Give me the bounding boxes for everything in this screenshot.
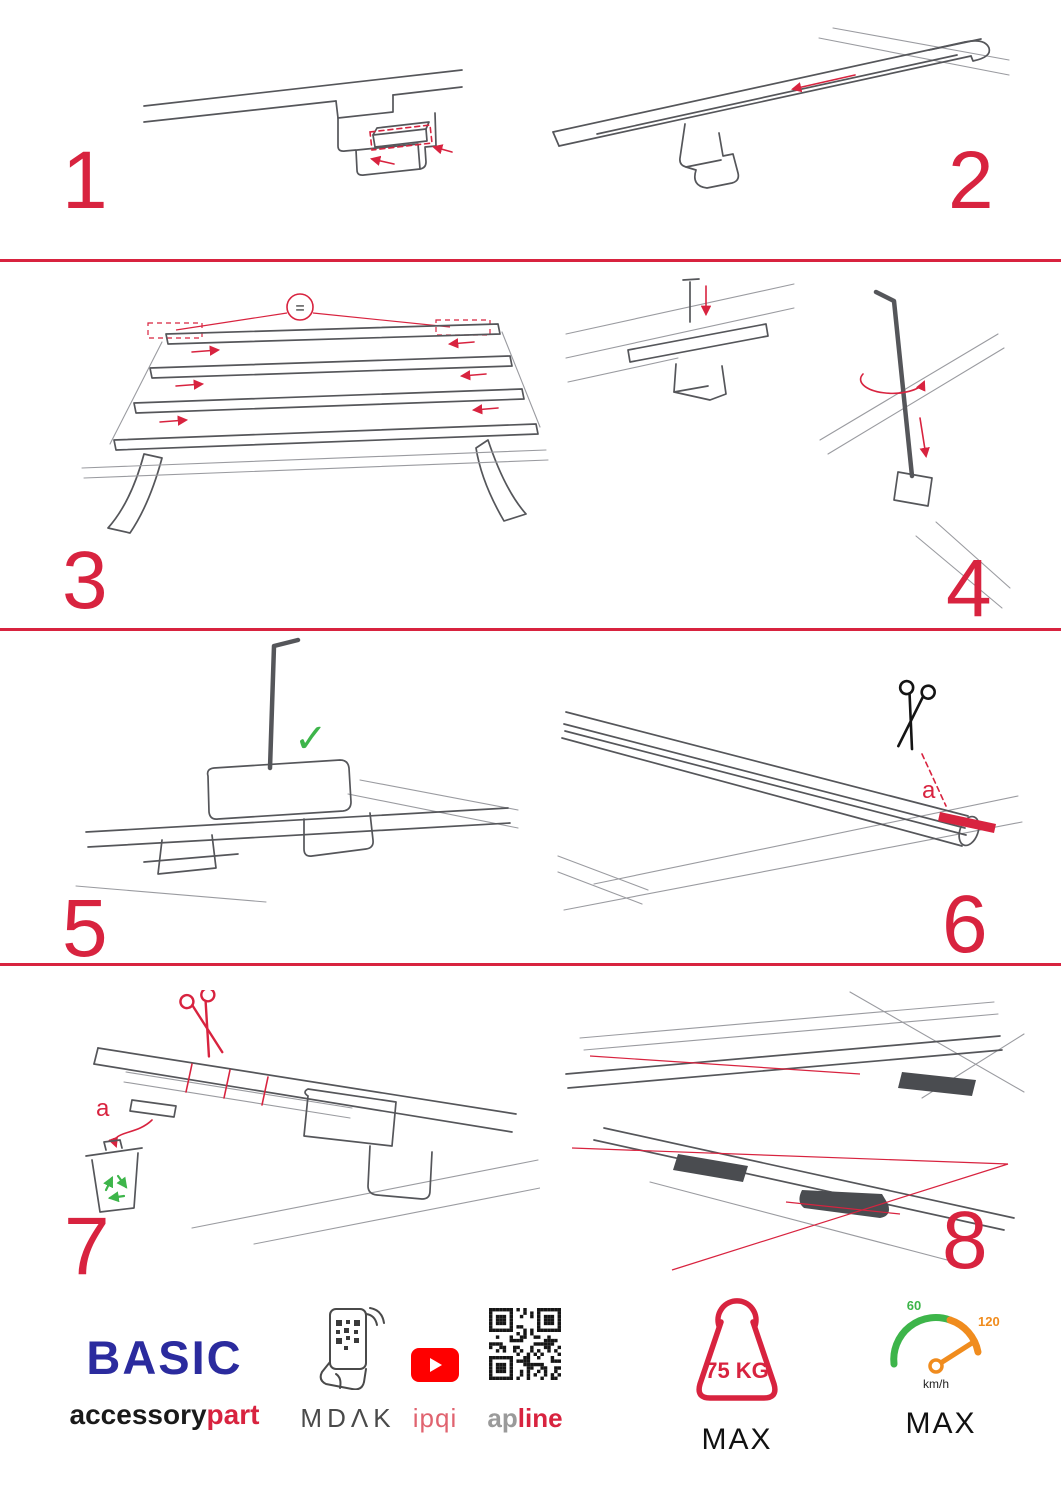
section-divider-1 [0,259,1061,262]
speed-max-label: MAX [905,1407,977,1440]
recycle-icon [103,1174,128,1203]
cut-line [921,753,947,807]
step-5-illustration: ✓ [75,637,519,903]
tighten-arrow [919,417,930,459]
step-3-number: 3 [62,535,108,626]
step-6-number: 6 [942,879,988,970]
step-1-illustration [143,69,463,176]
adjust-arrows [159,338,499,426]
step-3-illustration: = [81,293,549,534]
apline-accent: line [517,1403,563,1433]
insert-arrows [369,124,453,166]
step-1-number: 1 [62,135,108,226]
ipqi-label: ipqi [412,1403,458,1433]
max-speed-block: 60 120 km/h MAX [878,1296,1004,1441]
partner-apline: apline [486,1308,564,1434]
equal-spacing-label: = [295,300,304,317]
weight-value: 75 KG [705,1358,769,1383]
rubber-strip-end [938,812,996,833]
youtube-icon [411,1348,459,1382]
speedometer-icon: 60 120 km/h [890,1298,1000,1391]
checkmark-icon: ✓ [294,716,328,762]
partner-ipqi: ipqi [404,1348,466,1434]
section-divider-3 [0,963,1061,966]
speed-tick-60: 60 [907,1298,921,1313]
hex-key-icon [873,289,915,479]
hand-icon [319,1361,367,1391]
speed-unit: km/h [923,1377,949,1391]
section-divider-2 [0,628,1061,631]
apline-gray: ap [487,1403,518,1433]
part-a-label: a [96,1095,110,1122]
weight-icon: 75 KG [696,1298,778,1401]
equal-circle [286,293,314,321]
step-6-illustration: a [557,679,1023,911]
brand-title: BASIC [86,1331,243,1384]
step-2-illustration [552,27,1010,189]
foot-and-knob [673,1072,976,1218]
partner-mdak: MDΛK [300,1306,396,1434]
phone-qr-screen [336,1320,360,1350]
scissors-icon [897,679,936,751]
step-5-number: 5 [62,883,108,974]
trash-bin-icon [85,1139,143,1213]
brand-sub-primary: accessory [69,1399,207,1430]
step-8-illustration [565,991,1025,1271]
play-icon [430,1358,442,1372]
scissors-icon [179,990,224,1058]
apline-label: apline [486,1403,564,1434]
hex-key-icon [267,637,301,771]
step-8-number: 8 [942,1195,988,1286]
alignment-lines [571,1055,1009,1271]
brand-basic: BASIC accessorypart [62,1330,267,1431]
rotate-arrow [859,373,926,395]
max-weight-block: 75 KG MAX [672,1296,802,1457]
brand-sub-accent: part [206,1399,260,1430]
phone-scan-icon [319,1307,385,1391]
part-a-label: a [922,777,936,804]
cut-marks [108,1063,269,1148]
weight-max-label: MAX [701,1423,773,1456]
equal-spacing-guides [147,312,491,339]
step-4-number: 4 [946,543,992,634]
slide-arrow [790,74,856,93]
step-2-number: 2 [948,135,994,226]
mdak-label: MDΛK [300,1403,396,1433]
step-7-number: 7 [64,1201,110,1292]
brand-subtitle: accessorypart [62,1399,267,1431]
step-7-illustration: a [85,990,540,1245]
qr-code-icon [489,1308,561,1380]
step-4-illustration [565,278,1011,609]
speed-tick-120: 120 [978,1314,1000,1329]
